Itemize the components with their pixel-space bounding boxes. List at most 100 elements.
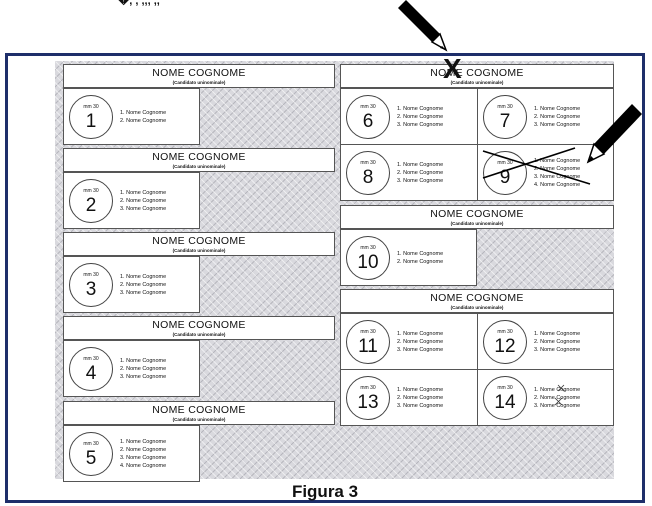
candidate-header: NOME COGNOME(Candidato uninominale) [63,401,335,425]
candidate-entry[interactable]: 3. Nome Cognome [534,122,581,128]
candidate-name: NOME COGNOME [152,319,246,331]
candidate-entry[interactable]: 2. Nome Cognome [534,166,581,172]
candidate-entry[interactable]: 4. Nome Cognome [534,182,581,188]
list-number: 9 [499,167,511,188]
candidate-name: NOME COGNOME [430,67,524,79]
candidate-header: NOME COGNOME(Candidato uninominale) [63,64,335,88]
candidate-entry[interactable]: 3. Nome Cognome [120,374,167,380]
candidate-entry[interactable]: 1. Nome Cognome [120,274,167,280]
candidate-list: 1. Nome Cognome 2. Nome Cognome 3. Nome Co… [534,386,580,410]
candidate-entry[interactable]: 3. Nome Cognome [397,403,444,409]
candidate-entry[interactable]: 2. Nome Cognome [397,395,444,401]
candidate-entry[interactable]: 2. Nome Cognome [120,366,167,372]
candidate-entry[interactable]: 3. Nome Cognome [397,122,444,128]
list-number: 12 [494,336,516,357]
list-number: 8 [362,167,374,188]
list-number: 11 [358,336,378,357]
candidate-entry[interactable]: 2. Nome Cognome [397,170,444,176]
list-number: 7 [499,111,511,132]
candidate-entry[interactable]: 1. Nome Cognome [534,158,581,164]
list-number: 13 [357,392,379,413]
candidate-entry[interactable]: 1. Nome Cognome [397,162,444,168]
symbol-size-label: mm 30 [360,329,376,335]
candidate-header: NOME COGNOME(Candidato uninominale) [63,316,335,340]
candidate-entry[interactable]: 3. Nome Cognome [534,174,581,180]
candidate-entry[interactable]: 4. Nome Cognome [120,463,167,469]
candidate-name: NOME COGNOME [152,151,246,163]
candidate-entry[interactable]: 3. Nome Cognome [120,455,167,461]
candidate-list: 1. Nome Cognome 2. Nome Cognome 3. Nome Co… [534,105,580,129]
top-text-fragment: �, , ,,, ,, [118,0,160,7]
candidate-entry[interactable]: 2. Nome Cognome [534,339,581,345]
candidate-entry[interactable]: 3. Nome Cognome [534,403,581,409]
candidate-entry[interactable]: 3. Nome Cognome [397,178,444,184]
candidate-subtitle: (Candidato uninominale) [450,80,504,85]
candidate-entry[interactable]: 1. Nome Cognome [120,110,167,116]
candidate-entry[interactable]: 2. Nome Cognome [120,282,167,288]
candidate-header: NOME COGNOME(Candidato uninominale) [340,64,614,88]
candidate-subtitle: (Candidato uninominale) [172,332,226,337]
candidate-entry[interactable]: 2. Nome Cognome [397,114,444,120]
list-number: 2 [85,195,97,216]
candidate-list: 1. Nome Cognome 2. Nome Cognome 3. Nome Co… [120,273,166,297]
candidate-list: 1. Nome Cognome 2. Nome Cognome [120,109,166,125]
candidate-header: NOME COGNOME(Candidato uninominale) [340,205,614,229]
candidate-entry[interactable]: 1. Nome Cognome [534,106,581,112]
candidate-entry[interactable]: 3. Nome Cognome [120,206,167,212]
candidate-entry[interactable]: 3. Nome Cognome [534,347,581,353]
candidate-entry[interactable]: 3. Nome Cognome [120,290,167,296]
candidate-entry[interactable]: 1. Nome Cognome [120,190,167,196]
candidate-list: 1. Nome Cognome 2. Nome Cognome 3. Nome Co… [120,357,166,381]
candidate-header: NOME COGNOME(Candidato uninominale) [63,232,335,256]
candidate-subtitle: (Candidato uninominale) [172,164,226,169]
candidate-entry[interactable]: 1. Nome Cognome [397,251,444,257]
candidate-entry[interactable]: 2. Nome Cognome [120,198,167,204]
candidate-entry[interactable]: 1. Nome Cognome [397,331,444,337]
candidate-entry[interactable]: 2. Nome Cognome [534,114,581,120]
candidate-entry[interactable]: 1. Nome Cognome [120,358,167,364]
symbol-size-label: mm 30 [497,385,513,391]
candidate-list: 1. Nome Cognome 2. Nome Cognome [397,250,443,266]
symbol-size-label: mm 30 [83,188,99,194]
candidate-entry[interactable]: 2. Nome Cognome [397,259,444,265]
list-number: 14 [494,392,516,413]
candidate-entry[interactable]: 1. Nome Cognome [120,439,167,445]
candidate-entry[interactable]: 1. Nome Cognome [534,331,581,337]
candidate-header: NOME COGNOME(Candidato uninominale) [63,148,335,172]
figure-frame: NOME COGNOME(Candidato uninominale)mm 30… [5,53,645,503]
candidate-entry[interactable]: 2. Nome Cognome [120,118,167,124]
candidate-entry[interactable]: 2. Nome Cognome [120,447,167,453]
list-number: 6 [362,111,374,132]
candidate-entry[interactable]: 1. Nome Cognome [397,106,444,112]
candidate-name: NOME COGNOME [430,292,524,304]
candidate-list: 1. Nome Cognome 2. Nome Cognome 3. Nome Co… [397,386,443,410]
symbol-size-label: mm 30 [83,356,99,362]
candidate-entry[interactable]: 1. Nome Cognome [534,387,581,393]
candidate-entry[interactable]: 1. Nome Cognome [397,387,444,393]
candidate-entry[interactable]: 3. Nome Cognome [397,347,444,353]
candidate-entry[interactable]: 2. Nome Cognome [397,339,444,345]
candidate-entry[interactable]: 2. Nome Cognome [534,395,581,401]
candidate-list: 1. Nome Cognome 2. Nome Cognome 3. Nome Co… [397,330,443,354]
candidate-list: 1. Nome Cognome 2. Nome Cognome 3. Nome Co… [397,161,443,185]
